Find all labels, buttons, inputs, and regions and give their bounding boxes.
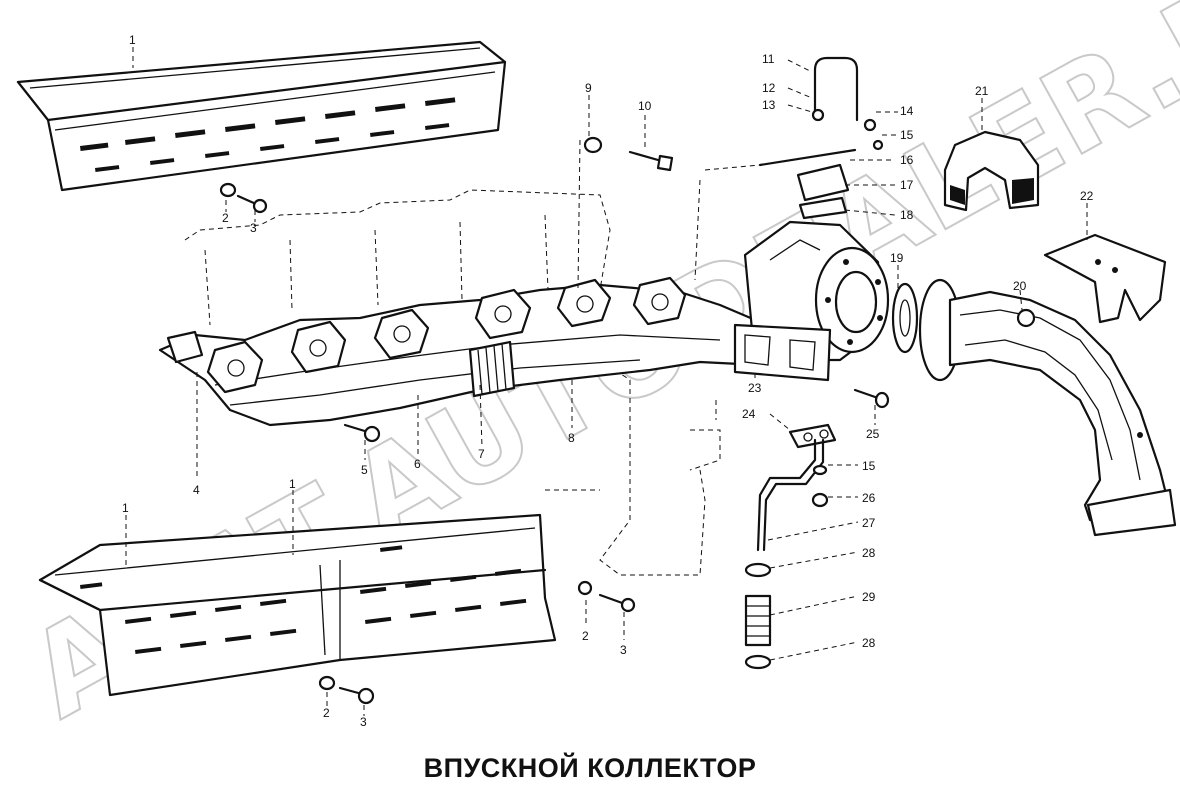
gasket-19 <box>891 282 919 354</box>
callout-numbers: 1 1 1 2 3 2 3 2 3 4 5 6 7 8 9 10 11 12 1… <box>122 33 1094 729</box>
callout-3-bottom: 3 <box>360 715 367 729</box>
callout-25: 25 <box>866 427 880 441</box>
shield-slots-bottom <box>79 545 527 654</box>
callout-7: 7 <box>478 447 485 461</box>
callout-20: 20 <box>1013 279 1027 293</box>
callout-26: 26 <box>862 491 876 505</box>
callout-8: 8 <box>568 431 575 445</box>
callout-2-top: 2 <box>222 211 229 225</box>
callout-10: 10 <box>638 99 652 113</box>
callout-15-top: 15 <box>900 128 914 142</box>
bracket-22 <box>1043 233 1167 324</box>
callout-23: 23 <box>748 381 762 395</box>
callout-16: 16 <box>900 153 914 167</box>
exhaust-elbow-pipe <box>918 278 1177 537</box>
callout-3-right: 3 <box>620 643 627 657</box>
bracket-21 <box>943 130 1040 212</box>
callout-12: 12 <box>762 81 776 95</box>
callout-29: 29 <box>862 590 876 604</box>
callout-28-top: 28 <box>862 546 876 560</box>
callout-1-bottom-left: 1 <box>122 501 129 515</box>
callout-6: 6 <box>414 457 421 471</box>
manifold-bellows <box>468 340 516 398</box>
manifold-port-flanges <box>206 276 687 394</box>
engine-block-outline <box>184 164 761 576</box>
bolt-10 <box>583 136 674 172</box>
shield-slots-top <box>80 97 456 172</box>
callout-22: 22 <box>1080 189 1094 203</box>
exhaust-manifold <box>158 276 762 427</box>
callout-18: 18 <box>900 208 914 222</box>
callout-13: 13 <box>762 98 776 112</box>
callout-2-bottom: 2 <box>323 706 330 720</box>
callout-28-bottom: 28 <box>862 636 876 650</box>
callout-2-right: 2 <box>582 629 589 643</box>
callout-5: 5 <box>361 463 368 477</box>
bolt-bottom-shield <box>318 580 636 705</box>
callout-1-bottom-mid: 1 <box>289 477 296 491</box>
callout-4: 4 <box>193 483 200 497</box>
callout-19: 19 <box>890 251 904 265</box>
callout-9: 9 <box>585 81 592 95</box>
callout-1-top: 1 <box>129 33 136 47</box>
leader-lines <box>125 47 1088 716</box>
callout-11: 11 <box>762 52 775 66</box>
turbocharger <box>733 220 890 382</box>
nut-20 <box>1016 308 1036 328</box>
callout-3-top: 3 <box>250 221 257 235</box>
callout-14: 14 <box>900 104 914 118</box>
bolt-25 <box>853 388 890 409</box>
bolt-top-shield <box>219 182 268 214</box>
oil-drain-line <box>744 423 837 670</box>
heat-shield-top <box>16 40 507 192</box>
clamp-assembly <box>758 56 884 220</box>
turbo-outlet-flange <box>733 323 832 382</box>
bolt-5 <box>343 423 381 443</box>
heat-shield-bottom <box>38 513 557 697</box>
callout-21: 21 <box>975 84 989 98</box>
callout-27: 27 <box>862 516 876 530</box>
callout-17: 17 <box>900 178 914 192</box>
callout-15-bottom: 15 <box>862 459 876 473</box>
callout-24: 24 <box>742 407 756 421</box>
diagram-caption: ВПУСКНОЙ КОЛЛЕКТОР <box>423 753 757 783</box>
